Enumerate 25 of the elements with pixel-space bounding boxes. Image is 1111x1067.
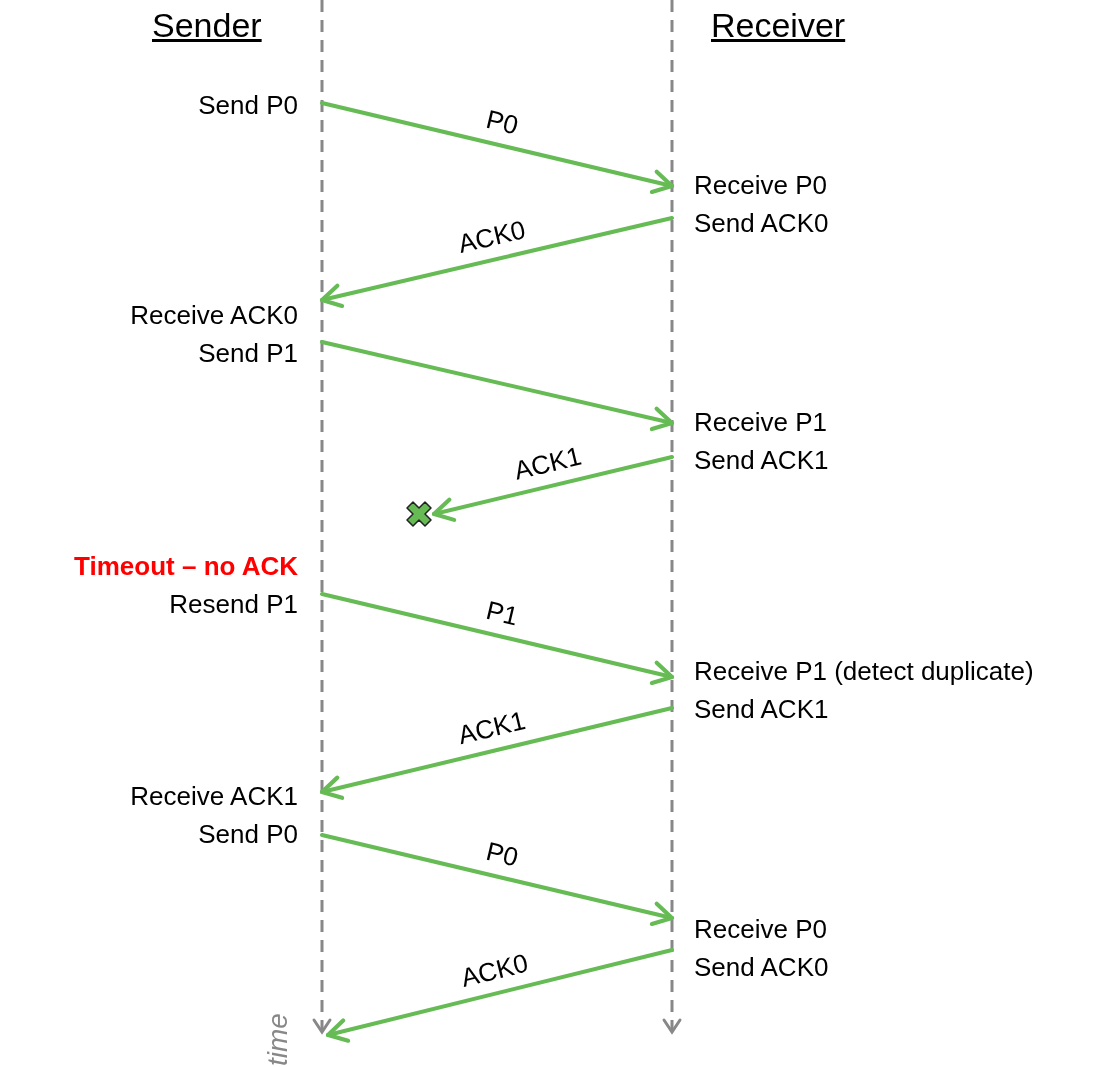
edge-label: ACK0	[457, 947, 532, 993]
edge-label: ACK0	[455, 214, 529, 259]
event-text: Send ACK1	[694, 444, 830, 477]
event-text: Send P0	[197, 89, 298, 122]
edge-label: P0	[483, 103, 522, 141]
event-text: Send P0	[197, 818, 298, 851]
axis-label: time	[262, 1013, 294, 1066]
event-text: Send ACK1	[694, 693, 830, 726]
event-text: Receive P0	[694, 169, 828, 202]
edge-label: ACK1	[455, 705, 529, 751]
edge-label: ACK1	[511, 440, 585, 486]
column-header: Sender	[152, 6, 262, 45]
event-text: Send ACK0	[694, 951, 830, 984]
event-text: Receive P1 (detect duplicate)	[694, 655, 1035, 688]
event-text: Resend P1	[168, 588, 298, 621]
edge-label: P1	[483, 594, 522, 632]
column-header: Receiver	[711, 6, 846, 45]
warning-text: Timeout – no ACK	[73, 550, 298, 583]
edge-label: P0	[483, 835, 522, 873]
event-text: Receive P0	[694, 913, 828, 946]
event-text: Receive ACK0	[129, 299, 298, 332]
event-text: Receive ACK1	[129, 780, 298, 813]
event-text: Receive P1	[694, 406, 828, 439]
event-text: Send P1	[197, 337, 298, 370]
event-text: Send ACK0	[694, 207, 830, 240]
